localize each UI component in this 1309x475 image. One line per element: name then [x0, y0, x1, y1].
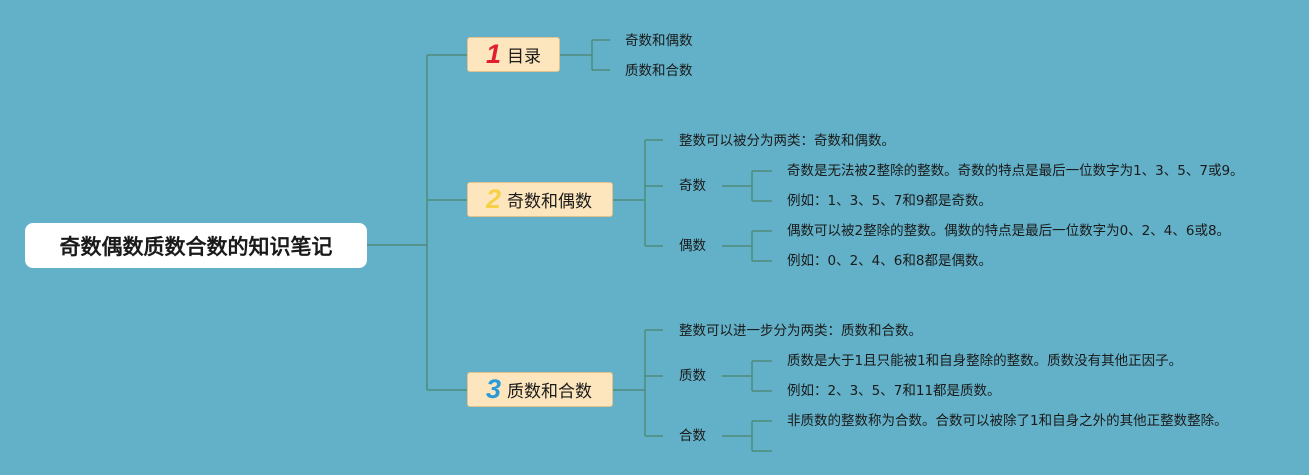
leaf-text: 奇数和偶数: [625, 33, 693, 49]
leaf-text: 例如：0、2、4、6和8都是偶数。: [787, 253, 992, 269]
root-node: 奇数偶数质数合数的知识笔记: [25, 223, 367, 268]
leaf-text: 质数和合数: [625, 63, 693, 79]
leaf-text: 奇数是无法被2整除的整数。奇数的特点是最后一位数字为1、3、5、7或9。: [787, 163, 1244, 179]
branch-node-contents: 1 目录: [467, 37, 560, 72]
leaf-text: 例如：2、3、5、7和11都是质数。: [787, 383, 1001, 399]
leaf-text: 偶数可以被2整除的整数。偶数的特点是最后一位数字为0、2、4、6或8。: [787, 223, 1231, 239]
intro-text: 整数可以被分为两类：奇数和偶数。: [679, 133, 895, 149]
branch-node-prime-composite: 3 质数和合数: [467, 372, 613, 407]
leaf-text: 质数是大于1且只能被1和自身整除的整数。质数没有其他正因子。: [787, 353, 1183, 369]
number-badge-3: 3: [486, 374, 502, 404]
branch-label: 奇数和偶数: [507, 192, 593, 212]
branch-label: 目录: [507, 47, 542, 67]
sub-node-even: 偶数: [679, 238, 706, 254]
leaf-text: 非质数的整数称为合数。合数可以被除了1和自身之外的其他正整数整除。: [787, 413, 1228, 429]
number-badge-1: 1: [486, 39, 502, 69]
sub-node-odd: 奇数: [679, 178, 706, 194]
sub-node-prime: 质数: [679, 368, 706, 384]
leaf-text: 例如：1、3、5、7和9都是奇数。: [787, 193, 992, 209]
intro-text: 整数可以进一步分为两类：质数和合数。: [679, 323, 922, 339]
branch-label: 质数和合数: [507, 382, 593, 402]
number-badge-2: 2: [486, 184, 502, 214]
branch-node-odd-even: 2 奇数和偶数: [467, 182, 613, 217]
sub-node-composite: 合数: [679, 428, 706, 444]
